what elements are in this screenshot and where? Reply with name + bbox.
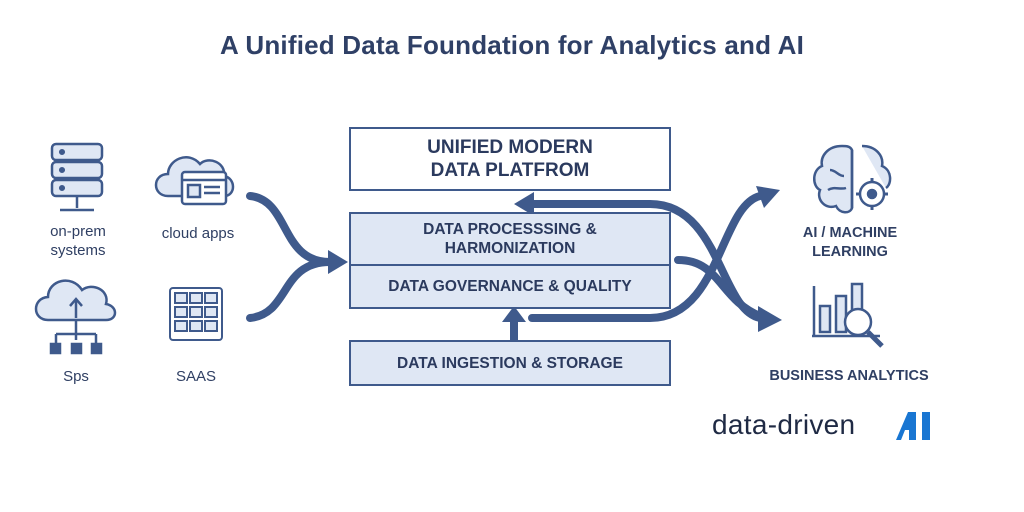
platform-title-line2: DATA PLATFROM xyxy=(430,160,590,181)
governance-label: DATA GOVERNANCE & QUALITY xyxy=(388,277,632,295)
processing-layer: DATA PROCESSSING & HARMONIZATION xyxy=(349,214,671,264)
ingestion-label: DATA INGESTION & STORAGE xyxy=(397,354,623,372)
ai-ml-label: AI / MACHINE LEARNING xyxy=(790,224,910,262)
page-title: A Unified Data Foundation for Analytics … xyxy=(219,30,805,60)
business-analytics-label: BUSINESS ANALYTICS xyxy=(769,368,929,384)
brain-gear-icon xyxy=(813,144,892,214)
analytics-arrowhead xyxy=(758,306,782,332)
ai-arrowhead xyxy=(756,186,780,208)
merge-arrowhead xyxy=(328,250,348,274)
analytics-magnifier-icon xyxy=(812,282,884,348)
platform-stack xyxy=(349,212,671,309)
brand-text: data-driven xyxy=(712,409,856,440)
on-prem-label: on-prem systems xyxy=(50,223,106,259)
brand-mark-icon xyxy=(896,412,930,440)
cloud-app-icon xyxy=(154,156,235,206)
output-arrows xyxy=(528,192,764,322)
saas-label: SAAS xyxy=(175,368,217,385)
ingestion-layer: DATA INGESTION & STORAGE xyxy=(349,340,671,386)
upward-arrowhead xyxy=(502,306,526,322)
processing-line2: HARMONIZATION xyxy=(444,240,576,257)
ai-ml-line2: LEARNING xyxy=(812,244,888,260)
processing-line1: DATA PROCESSSING & xyxy=(423,221,597,238)
ai-ml-line1: AI / MACHINE xyxy=(802,225,898,241)
governance-layer: DATA GOVERNANCE & QUALITY xyxy=(349,266,671,306)
left-arrowhead-top xyxy=(514,192,534,216)
cloud-apps-label: cloud apps xyxy=(161,225,235,242)
sps-label: Sps xyxy=(63,368,89,385)
brand-logo: data-driven xyxy=(712,405,855,445)
platform-title-box: UNIFIED MODERN DATA PLATFROM xyxy=(349,127,671,191)
merge-arrows xyxy=(246,192,334,322)
cloud-network-icon xyxy=(34,279,117,355)
layer-divider xyxy=(351,264,669,266)
platform-title-line1: UNIFIED MODERN xyxy=(427,137,593,158)
server-icon xyxy=(50,142,104,212)
grid-apps-icon xyxy=(169,287,223,341)
